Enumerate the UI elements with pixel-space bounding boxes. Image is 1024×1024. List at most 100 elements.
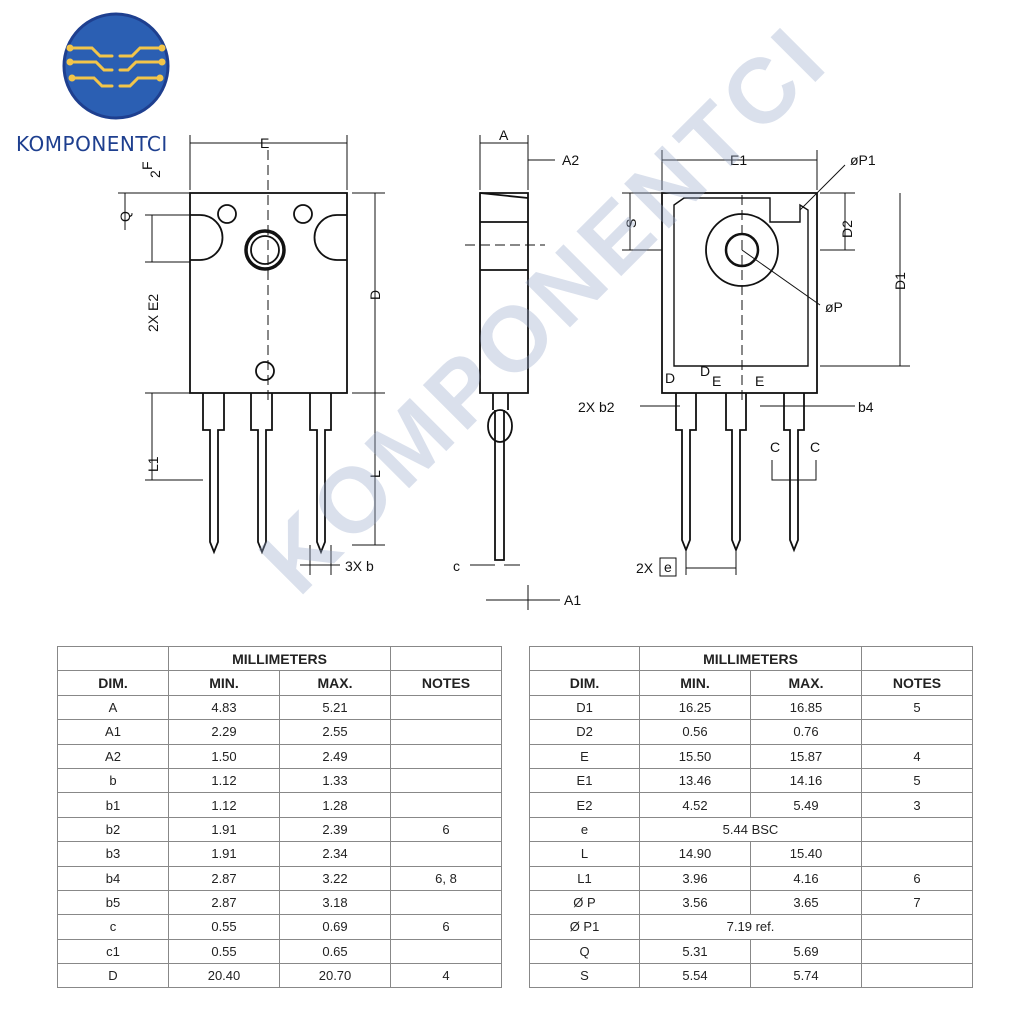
label-E: E — [260, 135, 269, 151]
table-cell: 2.39 — [278, 816, 392, 843]
table-cell — [861, 841, 974, 867]
label-E-mark-2: E — [755, 373, 764, 389]
table-cell: 1.12 — [168, 767, 280, 794]
table-cell: 16.85 — [749, 694, 863, 721]
table-cell: 0.56 — [639, 719, 751, 745]
table-cell: 4.83 — [168, 694, 280, 721]
company-logo — [62, 12, 170, 120]
table-cell: 5.74 — [749, 963, 863, 989]
label-L: L — [367, 470, 383, 478]
label-c: c — [453, 558, 460, 574]
table-cell: A2 — [57, 743, 169, 769]
label-D-mark: D — [665, 370, 675, 386]
table-cell: 2.55 — [278, 719, 392, 745]
table-cell: 0.65 — [278, 938, 392, 965]
label-Q: Q — [117, 211, 133, 222]
front-small-hole-left — [217, 204, 237, 224]
table-cell: b5 — [57, 889, 169, 916]
side-body — [479, 192, 529, 394]
front-notch-left — [190, 214, 224, 261]
label-S: S — [623, 219, 639, 228]
table-cell — [390, 792, 503, 818]
brand-name: KOMPONENTCI — [16, 132, 168, 156]
table-cell: 4.16 — [749, 865, 863, 891]
label-L1: L1 — [145, 456, 161, 472]
table-cell: 4 — [861, 743, 974, 769]
table-cell: 3.96 — [639, 865, 751, 891]
table-cell — [861, 914, 974, 940]
table-cell: 2.34 — [278, 841, 392, 867]
col-header: NOTES — [390, 670, 503, 696]
table-cell: 6 — [861, 865, 974, 891]
table-cell: 15.87 — [749, 743, 863, 769]
label-D: D — [367, 290, 383, 300]
table-cell: b2 — [57, 816, 169, 843]
table-cell — [861, 963, 974, 989]
label-E2: 2X E2 — [145, 294, 161, 332]
table-cell: 0.76 — [749, 719, 863, 745]
table-cell: 13.46 — [639, 767, 751, 794]
table-cell: 14.90 — [639, 841, 751, 867]
label-e: e — [664, 559, 672, 575]
col-header: MAX. — [749, 670, 863, 696]
table-cell — [390, 694, 503, 721]
table-cell — [390, 743, 503, 769]
table-cell: b4 — [57, 865, 169, 891]
table-cell: 2.87 — [168, 865, 280, 891]
table-cell: 4 — [390, 963, 503, 989]
col-header: NOTES — [861, 670, 974, 696]
table-cell: 1.12 — [168, 792, 280, 818]
table-cell: 5.21 — [278, 694, 392, 721]
label-E-mark: E — [712, 373, 721, 389]
table-cell: L1 — [529, 865, 640, 891]
label-A: A — [499, 127, 509, 143]
table-cell: b3 — [57, 841, 169, 867]
front-main-hole — [244, 229, 286, 271]
table-cell: 16.25 — [639, 694, 751, 721]
table-cell: 14.16 — [749, 767, 863, 794]
table-cell: 20.70 — [278, 963, 392, 989]
label-2: 2 — [147, 170, 163, 178]
label-3x-b: 3X b — [345, 558, 374, 574]
table-cell: 0.55 — [168, 914, 280, 940]
table-cell: 20.40 — [168, 963, 280, 989]
table-cell: 0.69 — [278, 914, 392, 940]
front-notch-right — [313, 214, 347, 261]
front-lower-hole — [255, 361, 275, 381]
table-cell: D2 — [529, 719, 640, 745]
table-cell: S — [529, 963, 640, 989]
table-cell: Q — [529, 938, 640, 965]
table-cell: A — [57, 694, 169, 721]
table-cell — [390, 841, 503, 867]
label-P: øP — [825, 299, 843, 315]
label-D2: D2 — [839, 220, 855, 238]
table-cell: c — [57, 914, 169, 940]
col-header: MIN. — [168, 670, 280, 696]
table-cell: 3.22 — [278, 865, 392, 891]
table-cell: 5.69 — [749, 938, 863, 965]
table-cell: 6 — [390, 914, 503, 940]
table-cell: A1 — [57, 719, 169, 745]
table-cell: 3.56 — [639, 889, 751, 916]
table-cell: D1 — [529, 694, 640, 721]
label-A2: A2 — [562, 152, 579, 168]
col-header: DIM. — [57, 670, 169, 696]
group-header: MILLIMETERS — [167, 645, 392, 672]
